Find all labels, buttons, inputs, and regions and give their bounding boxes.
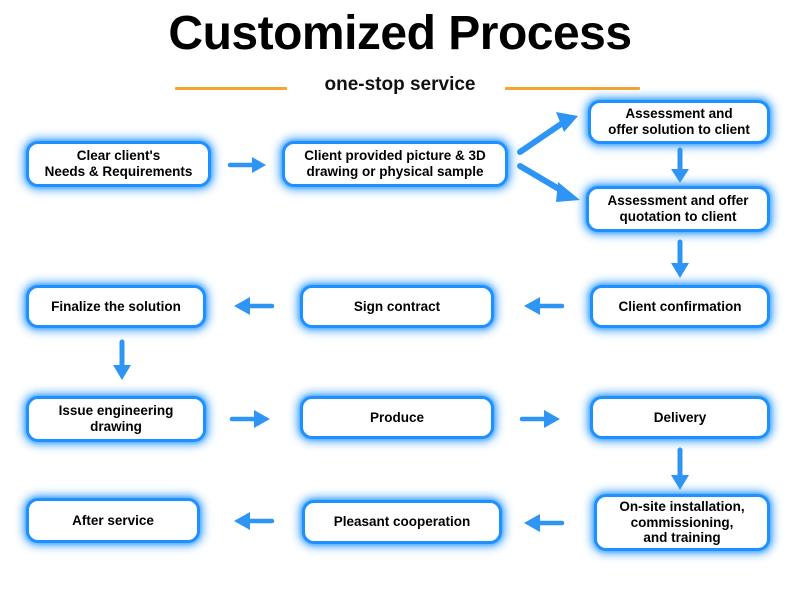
node-finalize-solution[interactable]: Finalize the solution [26,285,206,328]
node-client-confirmation[interactable]: Client confirmation [590,285,770,328]
arrow-left-n12-n13 [230,508,275,534]
node-issue-engineering-drawing[interactable]: Issue engineering drawing [26,396,206,442]
divider-rule-right [505,87,640,90]
node-pleasant-cooperation[interactable]: Pleasant cooperation [302,500,502,544]
node-assessment-offer-quotation[interactable]: Assessment and offer quotation to client [586,186,770,232]
node-onsite-installation[interactable]: On-site installation, commissioning, and… [594,494,770,551]
page-title: Customized Process [168,7,632,60]
node-sign-contract[interactable]: Sign contract [300,285,494,328]
node-client-provided-picture[interactable]: Client provided picture & 3D drawing or … [282,141,508,187]
arrow-left-n6-n7 [230,293,275,319]
page-subtitle: one-stop service [324,74,476,95]
arrow-right-n9-n10 [519,407,564,431]
arrow-down-right-n2-n4 [516,158,584,206]
node-assessment-offer-solution[interactable]: Assessment and offer solution to client [588,100,770,144]
node-clear-client-needs[interactable]: Clear client's Needs & Requirements [26,141,211,187]
arrow-left-n5-n6 [520,293,565,319]
arrow-right-n1-n2 [227,154,270,176]
node-delivery[interactable]: Delivery [590,396,770,439]
divider-rule-left [175,87,287,90]
arrow-down-n7-n8 [110,339,134,384]
arrow-down-n10-n11 [668,447,692,494]
node-produce[interactable]: Produce [300,396,494,439]
arrow-down-n4-n5 [668,239,692,282]
node-after-service[interactable]: After service [26,498,200,543]
arrow-up-right-n2-n3 [516,110,584,158]
arrow-right-n8-n9 [229,407,274,431]
arrow-down-n3-n4 [668,147,692,186]
arrow-left-n11-n12 [520,510,565,536]
